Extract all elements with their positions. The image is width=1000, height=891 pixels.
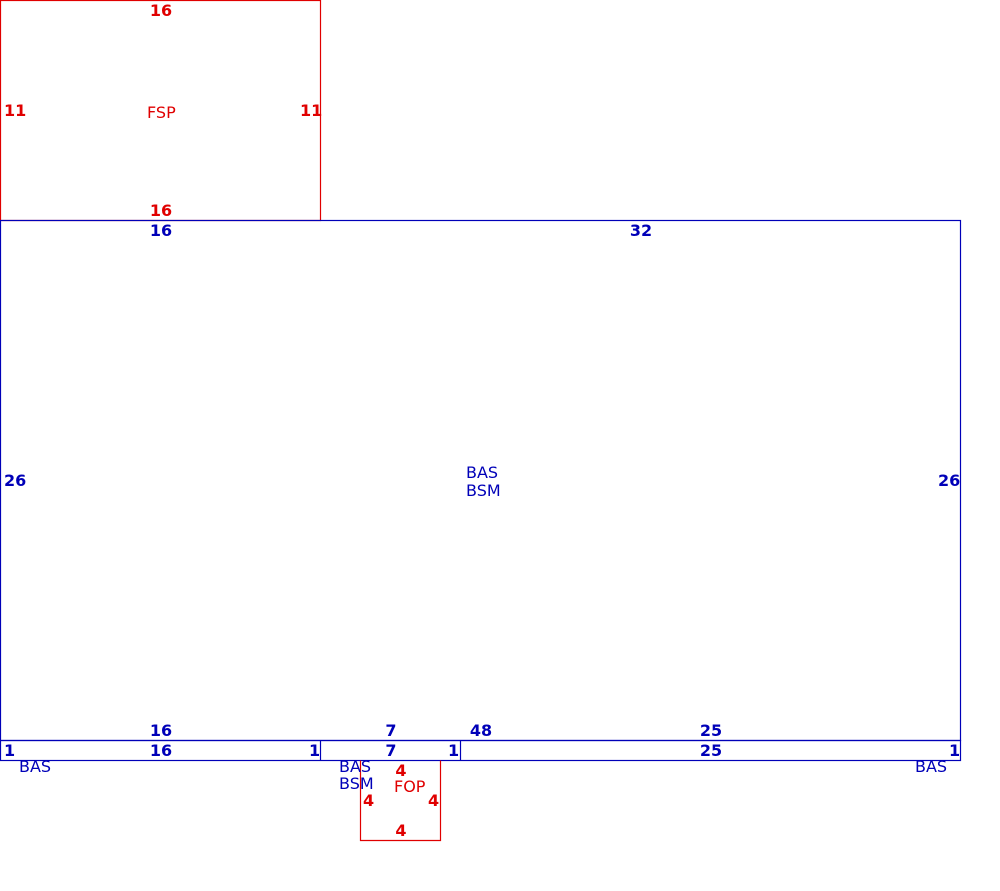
fsp-right-dim: 11	[300, 101, 322, 120]
fop-code: FOP	[394, 777, 426, 796]
main-code-bsm: BSM	[466, 481, 501, 500]
fop-top-dim: 4	[395, 761, 406, 780]
fsp-left-dim: 11	[4, 101, 26, 120]
main-bottom-dim-d: 25	[700, 721, 722, 740]
main-top-right-dim: 32	[630, 221, 652, 240]
fop-right-dim: 4	[428, 791, 439, 810]
fsp-bottom-dim: 16	[150, 201, 172, 220]
main-bottom-dim-c: 48	[470, 721, 492, 740]
strip-left-end-dim: 1	[309, 741, 320, 760]
strip-mid-code-bsm: BSM	[339, 774, 374, 793]
fsp-top-dim: 16	[150, 1, 172, 20]
strip-left-len-dim: 16	[150, 741, 172, 760]
strip-left-side-dim: 1	[4, 741, 15, 760]
strip-outline	[0, 739, 962, 762]
main-left-dim: 26	[4, 471, 26, 490]
fop-outline	[359, 760, 442, 842]
strip-right-end-dim: 1	[949, 741, 960, 760]
main-bottom-dim-b: 7	[385, 721, 396, 740]
main-top-left-dim: 16	[150, 221, 172, 240]
main-code-bas: BAS	[466, 463, 498, 482]
strip-left-code: BAS	[19, 757, 51, 776]
strip-mid-end-dim: 1	[448, 741, 459, 760]
strip-mid-code-bas: BAS	[339, 757, 371, 776]
strip-mid-len-dim: 7	[385, 741, 396, 760]
fop-left-dim: 4	[363, 791, 374, 810]
fsp-code: FSP	[147, 103, 176, 122]
fop-bottom-dim: 4	[395, 821, 406, 840]
main-right-dim: 26	[938, 471, 960, 490]
strip-right-code: BAS	[915, 757, 947, 776]
main-bottom-dim-a: 16	[150, 721, 172, 740]
strip-right-len-dim: 25	[700, 741, 722, 760]
